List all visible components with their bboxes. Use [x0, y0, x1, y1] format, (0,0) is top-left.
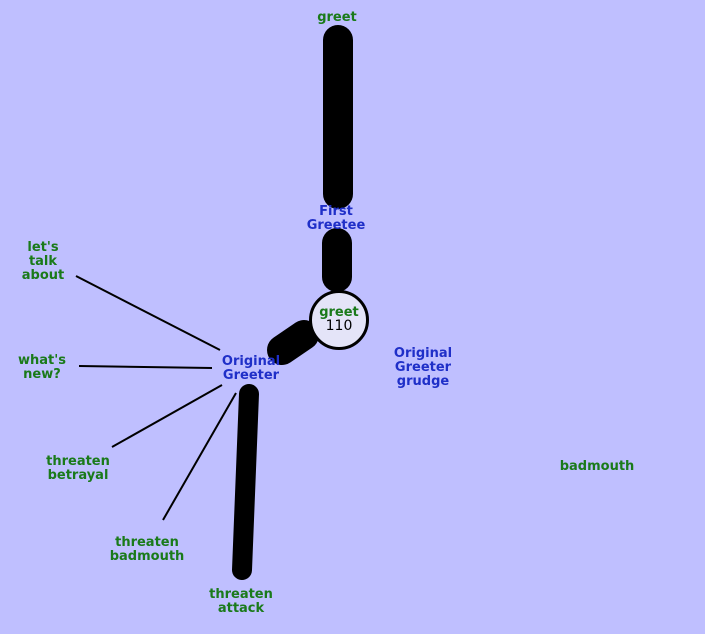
edge-original-greeter-to-threaten-betrayal: [111, 384, 223, 448]
node-greet[interactable]: greet: [317, 11, 357, 25]
hub-name: greet: [319, 305, 359, 320]
node-threaten-attack-line1: threaten: [209, 587, 273, 602]
node-lets-talk-about[interactable]: let's talk about: [22, 241, 64, 283]
node-grudge-line2: Greeter: [394, 360, 452, 375]
node-whats-new-line1: what's: [18, 353, 66, 368]
node-badmouth[interactable]: badmouth: [560, 460, 635, 474]
edge-original-greeter-to-whats-new: [78, 365, 213, 369]
node-whats-new-line2: new?: [23, 367, 61, 382]
node-original-greeter-line1: Original: [221, 354, 281, 369]
node-threaten-badmouth[interactable]: threaten badmouth: [110, 536, 185, 564]
edge-hub-to-original-greeter: [267, 320, 319, 365]
edge-original-greeter-to-threaten-attack: [232, 384, 259, 580]
node-threaten-attack[interactable]: threaten attack: [209, 588, 273, 616]
node-badmouth-text: badmouth: [559, 459, 635, 474]
node-first-greetee-line1: First: [319, 204, 353, 219]
node-first-greetee[interactable]: First Greetee: [307, 205, 366, 233]
node-grudge-line3: grudge: [396, 374, 450, 389]
node-threaten-betrayal-line2: betrayal: [47, 468, 109, 483]
node-greet-text: greet: [317, 10, 357, 25]
node-lets-talk-about-line3: about: [21, 268, 65, 283]
node-threaten-betrayal[interactable]: threaten betrayal: [46, 455, 110, 483]
node-original-greeter-line2: Greeter: [222, 368, 280, 383]
node-threaten-badmouth-line2: badmouth: [109, 549, 185, 564]
node-threaten-betrayal-line1: threaten: [46, 454, 110, 469]
node-threaten-attack-line2: attack: [217, 601, 265, 616]
node-first-greetee-line2: Greetee: [306, 218, 366, 233]
node-grudge-line1: Original: [393, 346, 453, 361]
node-whats-new[interactable]: what's new?: [18, 354, 66, 382]
node-lets-talk-about-line1: let's: [27, 240, 59, 255]
edge-original-greeter-to-threaten-badmouth: [162, 392, 237, 521]
edge-original-greeter-to-lets-talk-about: [75, 275, 221, 351]
node-lets-talk-about-line2: talk: [28, 254, 58, 269]
greet-count-node[interactable]: greet 110: [309, 290, 369, 350]
node-threaten-badmouth-line1: threaten: [115, 535, 179, 550]
node-original-greeter[interactable]: Original Greeter: [222, 355, 280, 383]
hub-count: 110: [325, 318, 353, 334]
node-original-greeter-grudge[interactable]: Original Greeter grudge: [394, 347, 452, 389]
